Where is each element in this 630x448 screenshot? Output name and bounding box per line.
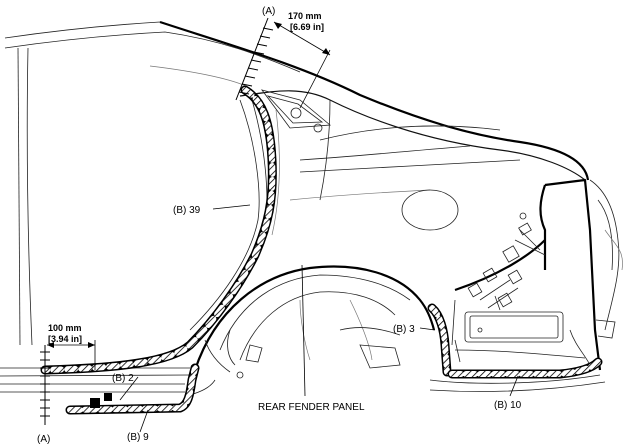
sealer-b2-b9 xyxy=(65,363,200,415)
wheel-arch xyxy=(193,265,436,379)
tail-section xyxy=(454,178,623,371)
label-b10: (B) 10 xyxy=(494,400,522,411)
label-dim-left-mm: 100 mm xyxy=(48,323,82,333)
sealer-b10 xyxy=(447,357,603,379)
sealer-b39 xyxy=(40,85,277,375)
quarter-window xyxy=(261,89,332,133)
label-b9: (B) 9 xyxy=(127,432,149,443)
label-a-top: (A) xyxy=(262,6,275,17)
leader-lines xyxy=(119,204,519,433)
inner-panel-details xyxy=(451,212,591,366)
label-a-bottom: (A) xyxy=(37,434,50,445)
label-rear-fender-panel: REAR FENDER PANEL xyxy=(258,402,365,413)
label-dim-top-mm: 170 mm xyxy=(288,11,322,21)
body-outline xyxy=(4,20,590,346)
marker-a-top xyxy=(235,17,331,109)
label-b39: (B) 39 xyxy=(173,205,201,216)
label-dim-top-in: [6.69 in] xyxy=(290,22,324,32)
sealer-b3 xyxy=(427,303,452,377)
fuel-door xyxy=(401,189,459,231)
label-dim-left-in: [3.94 in] xyxy=(48,334,82,344)
label-b3: (B) 3 xyxy=(393,324,415,335)
label-b2: (B) 2 xyxy=(112,373,134,384)
marker-a-bottom xyxy=(40,340,96,425)
